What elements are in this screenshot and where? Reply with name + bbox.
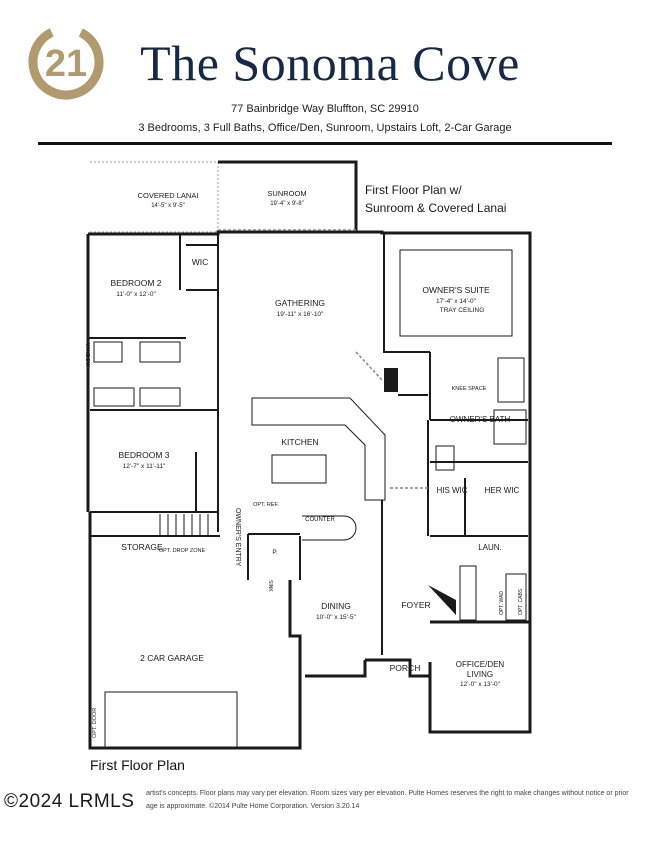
dining-size: 10'-0" x 15'-5" [316, 614, 357, 621]
century21-logo: 21 [28, 24, 104, 100]
disclaimer-line2: age is approximate. ©2014 Pulte Home Cor… [146, 803, 360, 810]
property-address: 77 Bainbridge Way Bluffton, SC 29910 [231, 103, 419, 115]
laundry-label: LAUN. [478, 543, 502, 552]
first-floor-plan-label: First Floor Plan [90, 757, 185, 773]
sink-label: SINK [267, 580, 273, 592]
property-features: 3 Bedrooms, 3 Full Baths, Office/Den, Su… [138, 122, 512, 134]
gathering-label: GATHERING [275, 298, 325, 308]
gathering-size: 19'-11" x 16'-10" [277, 311, 324, 318]
storage-label: STORAGE [121, 542, 163, 552]
her-wic-label: HER WIC [485, 486, 520, 495]
bedroom2-label: BEDROOM 2 [110, 278, 161, 288]
plan-heading-line2: Sunroom & Covered Lanai [365, 201, 506, 215]
office-label: OFFICE/DEN [456, 660, 505, 669]
foyer-label: FOYER [401, 600, 430, 610]
disclaimer-line1: artist's concepts. Floor plans may vary … [146, 790, 629, 797]
owners-suite-label: OWNER'S SUITE [422, 285, 490, 295]
office-sub-label: LIVING [467, 670, 493, 679]
window-label: WINDOW [84, 343, 90, 368]
owners-bath-label: OWNER'S BATH [450, 415, 511, 424]
sunroom-size: 19'-4" x 9'-8" [270, 201, 304, 207]
opt-door-label: OPT. DOOR [92, 708, 98, 738]
owners-suite-size: 17'-4" x 14'-0" [436, 298, 477, 305]
his-wic-label: HIS WIC [436, 486, 467, 495]
dining-label: DINING [321, 601, 351, 611]
knee-space-label: KNEE SPACE [452, 386, 487, 392]
opt-cabs-label: OPT. CABS [518, 588, 524, 615]
opt-ref-label: OPT. REF. [253, 502, 279, 508]
wic-label: WIC [192, 257, 209, 267]
bedroom3-size: 12'-7" x 11'-11" [123, 463, 166, 470]
kitchen-label: KITCHEN [281, 437, 318, 447]
bedroom2-size: 11'-0" x 12'-0" [116, 291, 156, 298]
opt-wad-label: OPT. WAD [499, 591, 505, 615]
logo-text: 21 [45, 43, 87, 85]
header-divider [38, 142, 612, 145]
covered-lanai-label: COVERED LANAI [138, 191, 199, 200]
bedroom3-label: BEDROOM 3 [118, 450, 169, 460]
owners-suite-note: TRAY CEILING [440, 307, 485, 314]
opt-drop-zone-label: OPT. DROP ZONE [159, 548, 206, 554]
counter-label: COUNTER [305, 517, 335, 523]
sunroom-label: SUNROOM [267, 189, 306, 198]
porch-label: PORCH [390, 663, 421, 673]
garage-label: 2 CAR GARAGE [140, 653, 204, 663]
plan-heading-line1: First Floor Plan w/ [365, 183, 462, 197]
office-size: 12'-0" x 13'-0" [460, 681, 501, 688]
pantry-label: P. [272, 549, 277, 556]
mls-watermark: ©2024 LRMLS [4, 791, 135, 812]
owners-entry-label: OWNER'S ENTRY [234, 508, 241, 567]
property-title: The Sonoma Cove [140, 35, 520, 91]
covered-lanai-size: 14'-5" x 9'-5" [151, 203, 185, 209]
